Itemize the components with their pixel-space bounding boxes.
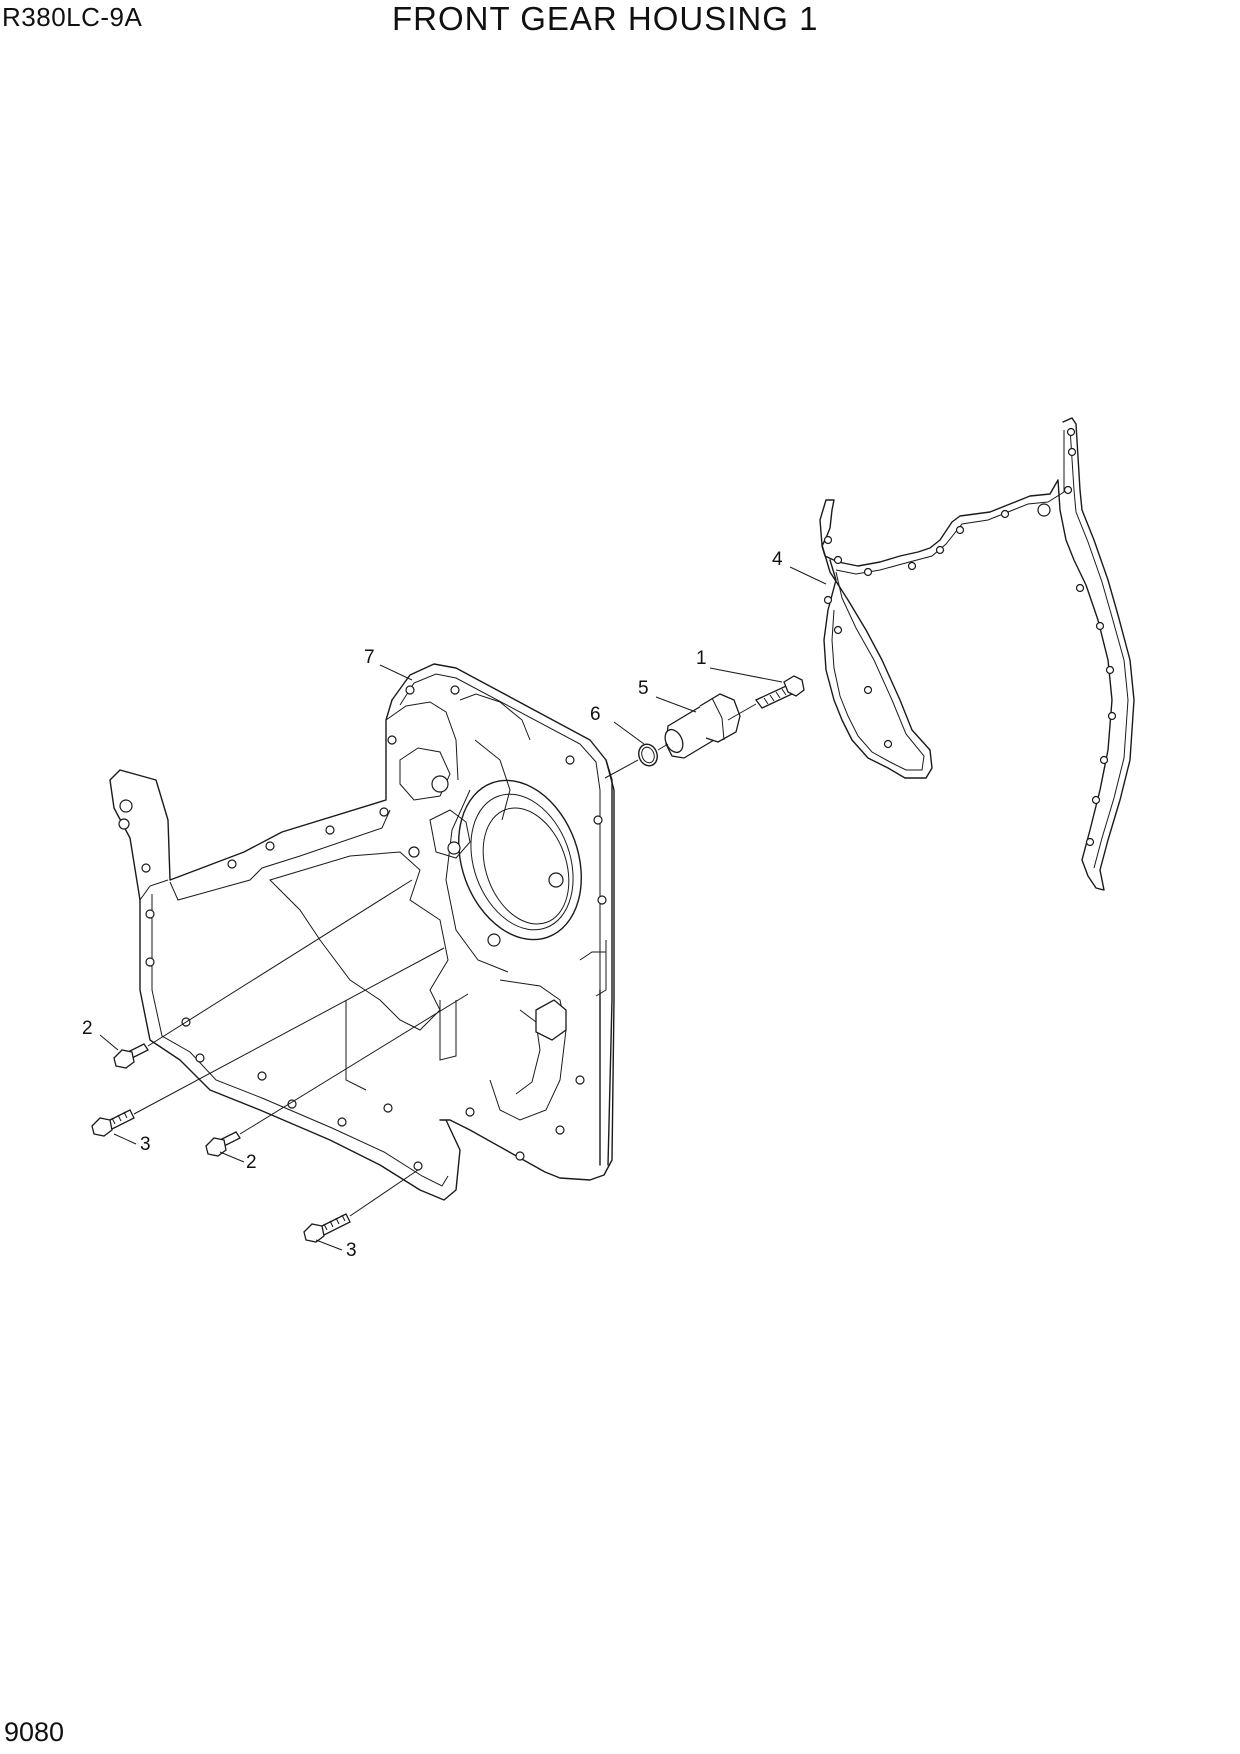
callout-1: 1 <box>696 648 707 669</box>
callout-5: 5 <box>638 678 649 699</box>
callout-2-lower: 2 <box>246 1152 257 1173</box>
page-title: FRONT GEAR HOUSING 1 <box>392 0 819 37</box>
callout-7: 7 <box>364 647 375 668</box>
loose-bolts-drawing <box>91 1043 351 1243</box>
model-label: R380LC-9A <box>2 2 143 32</box>
assembly-lines <box>99 566 827 1251</box>
callout-3-lower: 3 <box>346 1240 357 1261</box>
callout-4: 4 <box>772 549 783 570</box>
sensor-assembly-drawing <box>638 675 805 767</box>
page-number: 9080 <box>4 1717 65 1747</box>
callout-3-upper: 3 <box>140 1134 151 1155</box>
gear-housing-drawing <box>109 663 615 1201</box>
gasket-drawing <box>819 417 1135 891</box>
callout-6: 6 <box>590 704 601 725</box>
callout-2-upper: 2 <box>82 1018 93 1039</box>
